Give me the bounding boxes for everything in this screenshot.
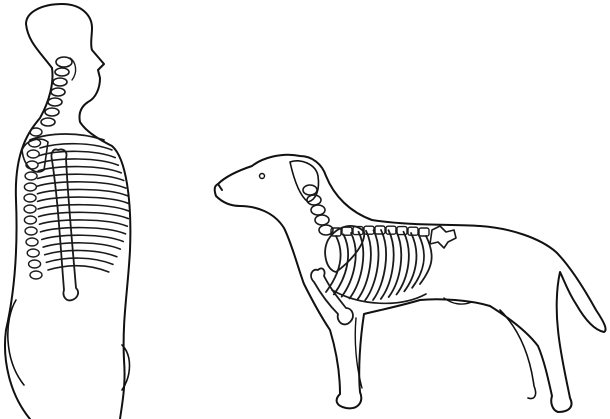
dog-rib [365, 230, 378, 300]
human-vertebra [26, 238, 38, 246]
human-vertebra [25, 227, 37, 235]
human-vertebra [24, 194, 36, 202]
human-thoracic-spine [24, 128, 42, 279]
dog-vertebra [419, 228, 429, 236]
dog-hind-leg-far [500, 310, 536, 399]
dog-lumbar-vertebra [430, 226, 456, 248]
human-rib [38, 205, 129, 211]
dog-nose [218, 184, 222, 190]
dog-vertebra [397, 227, 407, 235]
human-cervical-spine [41, 57, 72, 126]
human-vertebra [24, 183, 36, 191]
dog-rib [389, 231, 402, 297]
human-vertebra [27, 249, 39, 257]
human-rib [38, 174, 124, 180]
human-vertebra [25, 172, 37, 180]
human-rib [38, 167, 121, 173]
human-vertebra [24, 216, 36, 224]
human-vertebra [24, 205, 36, 213]
dog-vertebra [375, 226, 385, 234]
dog-rib [373, 230, 386, 300]
dog-rib [404, 233, 416, 291]
human-rib [39, 212, 129, 218]
human-rib [45, 250, 117, 256]
human-rib [42, 235, 124, 241]
dog-rib [350, 232, 364, 299]
human-vertebra [29, 260, 41, 268]
human-vertebra [27, 150, 39, 158]
human-figure [5, 4, 130, 419]
human-rib [40, 144, 112, 150]
dog-ear [290, 161, 319, 202]
human-rib [38, 182, 126, 188]
human-rib [43, 243, 120, 249]
human-rib [48, 266, 109, 272]
dog-thoracic-spine [331, 226, 429, 236]
dog-rib [357, 231, 371, 300]
dog-vertebra [386, 226, 396, 234]
human-vertebra [30, 271, 42, 279]
human-rib [39, 159, 119, 165]
human-body-outline [26, 4, 130, 419]
dog-eye [260, 174, 265, 179]
human-vertebra [30, 128, 42, 136]
human-rib [46, 258, 113, 264]
dog-rib [381, 230, 394, 299]
human-jaw-bone [70, 58, 76, 80]
human-rib [37, 189, 127, 195]
human-back-outline [5, 68, 53, 419]
human-ribcage [37, 144, 128, 272]
human-humerus [51, 149, 78, 300]
human-rib [39, 220, 127, 226]
human-hip-outline [8, 300, 24, 385]
human-scapula [22, 139, 48, 172]
dog-vertebra [408, 227, 418, 235]
dog-cervical-spine [303, 185, 333, 235]
human-rib [41, 228, 126, 234]
dog-figure [215, 155, 606, 412]
human-rib [38, 197, 129, 203]
dog-rib [397, 232, 409, 295]
